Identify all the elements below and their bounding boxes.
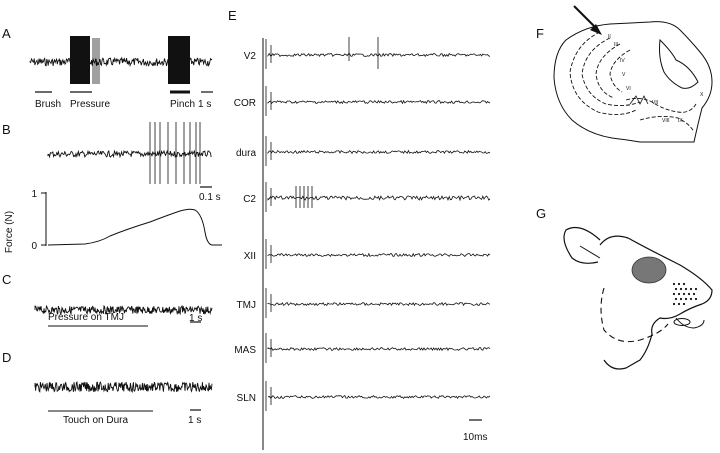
trace-d <box>34 381 213 393</box>
whisker-dot-12 <box>692 292 696 296</box>
layer-label-vii: VII <box>652 100 658 106</box>
layer-boundary-5 <box>625 97 697 113</box>
trace-label-tmj: TMJ <box>237 300 256 311</box>
panel-label-c: C <box>2 272 11 287</box>
tongue-outline <box>673 318 691 326</box>
panel-label-f: F <box>536 26 544 41</box>
layer-label-ii: II <box>608 34 611 40</box>
whisker-dot-20 <box>682 302 686 306</box>
whisker-dot-13 <box>674 297 678 301</box>
trace-e-mas <box>267 347 491 352</box>
layer-boundary-6 <box>639 115 695 133</box>
whisker-dot-5 <box>684 287 688 291</box>
layer-label-viii: VIII <box>662 118 670 124</box>
whisker-dot-16 <box>689 297 693 301</box>
trace-b-baseline <box>47 149 212 159</box>
layer-boundary-1 <box>569 31 637 115</box>
panel-label-b: B <box>2 122 11 137</box>
burst-pinch <box>168 36 190 84</box>
head-outline <box>599 235 713 370</box>
panel-label-a: A <box>2 26 11 41</box>
trace-e-cor <box>267 99 491 105</box>
trace-e-dura <box>267 149 491 155</box>
force-tick-label-0: 0 <box>31 241 37 252</box>
trace-e-c2 <box>267 195 491 202</box>
layer-label-iii: III <box>614 42 618 48</box>
whisker-dot-17 <box>694 297 698 301</box>
trace-label-cor: COR <box>234 98 256 109</box>
panel-label-d: D <box>2 350 11 365</box>
layer-label-vi: VI <box>626 86 631 92</box>
force-curve <box>47 208 222 246</box>
scale-label-e: 10ms <box>463 432 487 443</box>
brainstem-section-diagram: II III IV V VI VII VIII IX X <box>553 5 713 143</box>
panel-label-g: G <box>536 206 546 221</box>
scale-label-c: 1 s <box>189 313 202 324</box>
layer-label-ix: IX <box>678 118 683 124</box>
whisker-dot-11 <box>687 292 691 296</box>
trace-c <box>34 304 213 316</box>
nerve-territory-boundary <box>600 287 669 343</box>
trace-d-baseline <box>34 381 213 393</box>
section-outline <box>553 21 713 143</box>
scale-label-b: 0.1 s <box>199 192 221 203</box>
mouth-outline <box>675 317 705 329</box>
layer-boundary-3 <box>595 43 621 99</box>
whisker-dot-15 <box>684 297 688 301</box>
whisker-dot-3 <box>674 287 678 291</box>
trace-e-sln <box>267 394 491 400</box>
scale-label-d: 1 s <box>188 415 201 426</box>
eye-region <box>631 256 667 284</box>
layer-label-x: X <box>700 92 704 98</box>
panel-label-e: E <box>228 8 237 23</box>
zigzag-boundary <box>629 95 649 105</box>
whisker-dot-10 <box>682 292 686 296</box>
whisker-dot-19 <box>677 302 681 306</box>
annotation-brush: Brush <box>35 99 61 110</box>
whisker-dot-14 <box>679 297 683 301</box>
trace-label-mas: MAS <box>234 345 256 356</box>
whisker-dot-18 <box>672 302 676 306</box>
force-axis-label: Force (N) <box>4 211 15 253</box>
stimulus-label-d: Touch on Dura <box>63 415 128 426</box>
ear-outline <box>563 227 601 264</box>
stimulus-label-c: Pressure on TMJ <box>48 312 124 323</box>
trace-label-v2: V2 <box>244 51 257 62</box>
layer-label-iv: IV <box>620 58 625 64</box>
trace-e-tmj <box>267 301 491 307</box>
whisker-dot-8 <box>672 292 676 296</box>
whisker-pad <box>672 282 698 306</box>
burst-pressure <box>70 36 90 84</box>
whisker-dot-6 <box>689 287 693 291</box>
layer-label-v: V <box>622 72 626 78</box>
trace-e-v2 <box>267 52 491 58</box>
layer-boundary-2 <box>581 37 641 107</box>
trace-label-dura: dura <box>236 148 256 159</box>
layer-boundary-4 <box>609 49 631 93</box>
ventricle-outline <box>659 38 699 89</box>
whisker-dot-1 <box>677 282 681 286</box>
whisker-dot-7 <box>694 287 698 291</box>
annotation-pressure: Pressure <box>70 99 110 110</box>
trace-b <box>47 122 212 184</box>
whisker-dot-2 <box>682 282 686 286</box>
annotation-pinch: Pinch <box>170 99 195 110</box>
whisker-dot-0 <box>672 282 676 286</box>
arrow-icon <box>590 24 602 35</box>
force-tick-label-1: 1 <box>31 189 37 200</box>
ear-inner <box>579 245 601 259</box>
rat-head-diagram <box>563 227 713 370</box>
trace-a <box>29 36 213 84</box>
trace-label-xii: XII <box>244 251 256 262</box>
trace-c-baseline <box>34 304 213 316</box>
annotation-scale-a: 1 s <box>198 99 211 110</box>
trace-label-c2: C2 <box>243 194 256 205</box>
trace-label-sln: SLN <box>237 393 256 404</box>
whisker-dot-9 <box>677 292 681 296</box>
whisker-dot-4 <box>679 287 683 291</box>
trace-e-xii <box>267 252 491 258</box>
